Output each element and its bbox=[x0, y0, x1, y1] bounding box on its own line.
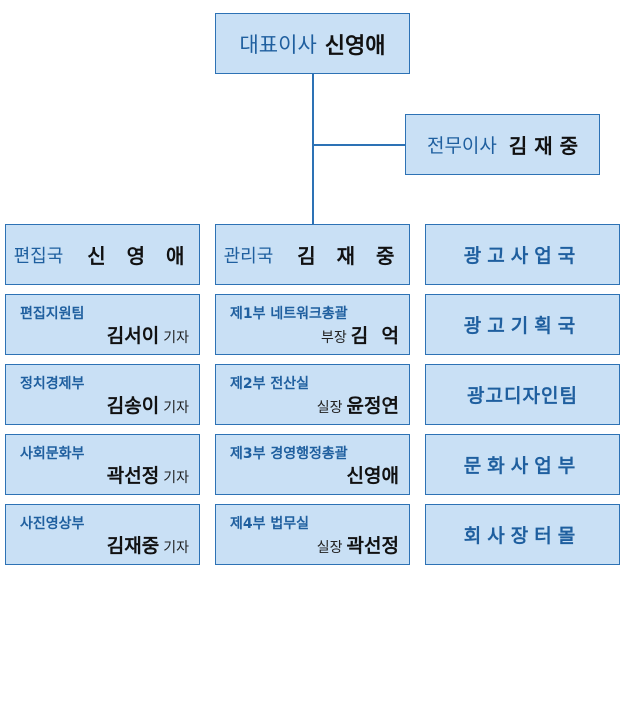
ceo-box: 대표이사 신영애 bbox=[215, 13, 410, 74]
mid-dept-person-name: 윤정연 bbox=[346, 395, 399, 417]
mid-dept-name: 제4부 법무실 bbox=[230, 516, 310, 532]
head-management-name: 김 재 중 bbox=[297, 244, 402, 268]
mid-dept-person-name: 김 억 bbox=[350, 325, 399, 347]
left-dept-person-role: 기자 bbox=[163, 540, 189, 556]
head-management-title: 관리국 bbox=[223, 245, 274, 267]
mid-dept-name: 제2부 전산실 bbox=[230, 376, 310, 392]
right-dept-label: 회사장터몰 bbox=[463, 525, 582, 547]
head-editorial-box: 편집국 신 영 애 bbox=[5, 224, 200, 285]
mid-dept-box: 제3부 경영행정총괄 신영애 bbox=[215, 434, 410, 495]
right-dept-box: 회사장터몰 bbox=[425, 504, 620, 565]
ceo-title: 대표이사 bbox=[239, 32, 317, 57]
right-dept-box: 광고기획국 bbox=[425, 294, 620, 355]
mid-dept-person-role: 실장 bbox=[316, 540, 343, 556]
left-dept-person-name: 김재중 bbox=[106, 535, 160, 557]
mid-dept-person-name: 신영애 bbox=[346, 465, 399, 487]
right-dept-box: 문화사업부 bbox=[425, 434, 620, 495]
left-dept-person-role: 기자 bbox=[163, 400, 189, 416]
left-dept-name: 사회문화부 bbox=[20, 446, 85, 462]
connector-ceo-vertical bbox=[312, 73, 314, 225]
mid-dept-person-role: 부장 bbox=[321, 330, 347, 346]
mid-dept-person: 신영애 bbox=[343, 461, 399, 488]
left-dept-person-name: 곽선정 bbox=[106, 465, 160, 487]
mid-dept-person-role: 실장 bbox=[316, 400, 343, 416]
connector-md-horizontal bbox=[312, 144, 405, 146]
md-box: 전무이사 김 재 중 bbox=[405, 114, 600, 175]
right-dept-box: 광고디자인팀 bbox=[425, 364, 620, 425]
head-advertising-title: 광고사업국 bbox=[463, 245, 582, 267]
left-dept-person-name: 김송이 bbox=[106, 395, 160, 417]
left-dept-name: 정치경제부 bbox=[20, 376, 85, 392]
head-editorial-name: 신 영 애 bbox=[87, 244, 192, 268]
right-dept-label: 광고기획국 bbox=[463, 315, 582, 337]
md-title: 전무이사 bbox=[426, 135, 497, 157]
left-dept-person-role: 기자 bbox=[163, 330, 189, 346]
head-editorial-title: 편집국 bbox=[13, 245, 64, 267]
left-dept-name: 사진영상부 bbox=[20, 516, 85, 532]
head-advertising-box: 광고사업국 bbox=[425, 224, 620, 285]
left-dept-person-role: 기자 bbox=[163, 470, 189, 486]
left-dept-person-name: 김서이 bbox=[106, 325, 160, 347]
head-management-box: 관리국 김 재 중 bbox=[215, 224, 410, 285]
right-dept-label: 문화사업부 bbox=[463, 455, 582, 477]
mid-dept-name: 제1부 네트워크총괄 bbox=[230, 306, 348, 322]
ceo-name: 신영애 bbox=[324, 33, 386, 59]
mid-dept-person-name: 곽선정 bbox=[346, 535, 399, 557]
mid-dept-name: 제3부 경영행정총괄 bbox=[230, 446, 348, 462]
right-dept-label: 광고디자인팀 bbox=[467, 385, 578, 407]
md-name: 김 재 중 bbox=[508, 134, 579, 158]
left-dept-name: 편집지원팀 bbox=[20, 306, 85, 322]
